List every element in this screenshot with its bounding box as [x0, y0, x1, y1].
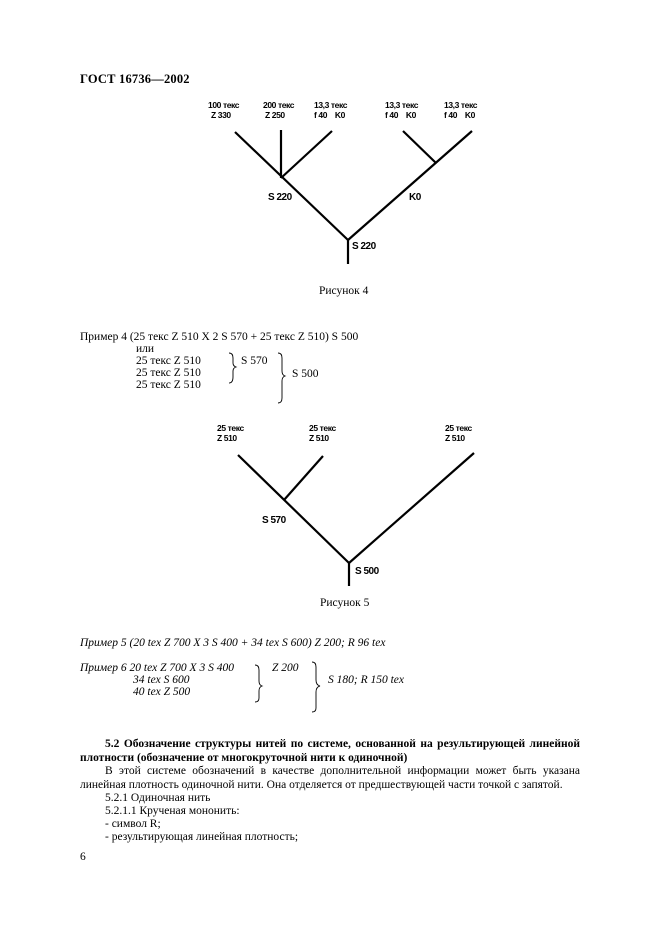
fig5-label-1: 25 текс Z 510 [217, 423, 244, 443]
example6-mid: Z 200 [272, 662, 299, 674]
fig5-label-3: 25 текс Z 510 [445, 423, 472, 443]
fig5-label-2-line2: Z 510 [309, 432, 329, 443]
fig4-label-2-line1: 200 текс [263, 100, 295, 110]
fig5-label-3-line2: Z 510 [445, 432, 465, 443]
fig4-sub-left-right [280, 130, 333, 179]
fig5-label-2-line1: 25 текс [309, 423, 336, 433]
fig4-label-1-line1: 100 текс [208, 100, 240, 110]
fig4-label-5: 13,3 текс f 40 K0 [444, 100, 478, 120]
section-5-2-1-1: 5.2.1.1 Крученая мононить: [105, 805, 240, 817]
fig5-label-3-line1: 25 текс [445, 423, 472, 433]
fig4-label-4-line2: f 40 K0 [385, 109, 416, 120]
example4-item-3: 25 текс Z 510 [136, 379, 201, 391]
example5-text: Пример 5 (20 tex Z 700 X 3 S 400 + 34 te… [80, 637, 386, 649]
example6-line3: 40 tex Z 500 [133, 686, 191, 698]
fig4-sub-right-left [402, 130, 437, 164]
fig4-branch-right [347, 130, 473, 241]
fig4-label-3: 13,3 текс f 40 K0 [314, 100, 348, 120]
figure-5-caption: Рисунок 5 [320, 597, 370, 609]
page-header: ГОСТ 16736—2002 [80, 72, 190, 86]
section-5-2-heading: 5.2 Обозначение структуры нитей по систе… [80, 738, 580, 765]
fig4-label-4: 13,3 текс f 40 K0 [385, 100, 419, 120]
fig5-label-2: 25 текс Z 510 [309, 423, 336, 443]
fig4-label-1: 100 текс Z 330 [208, 100, 240, 120]
page-number: 6 [80, 851, 86, 863]
section-5-2-paragraph: В этой системе обозначений в качестве до… [80, 765, 580, 792]
list-item-1: - символ R; [105, 818, 161, 830]
fig5-node-root: S 500 [355, 566, 379, 577]
fig5-sub [283, 455, 324, 501]
section-5-2-heading-text: 5.2 Обозначение структуры нитей по систе… [80, 738, 580, 764]
fig5-node-mid: S 570 [262, 515, 286, 526]
fig4-label-2-line2: Z 250 [265, 109, 285, 120]
example6-result: S 180; R 150 tex [328, 674, 405, 686]
example4-line1: Пример 4 (25 текс Z 510 X 2 S 570 + 25 т… [80, 331, 359, 343]
example4-mid: S 570 [241, 355, 268, 367]
fig5-label-1-line1: 25 текс [217, 423, 244, 433]
fig5-branch-left [237, 454, 350, 564]
example6-brace-small [254, 664, 264, 703]
fig4-label-2: 200 текс Z 250 [263, 100, 295, 120]
fig4-node-root: S 220 [352, 241, 376, 252]
list-item-2: - результирующая линейная плотность; [105, 831, 299, 843]
example6-brace-large [311, 661, 321, 713]
example4-result: S 500 [292, 368, 319, 380]
fig5-branch-right [348, 452, 475, 564]
example4-item-1: 25 текс Z 510 [136, 355, 201, 367]
example4-item-2: 25 текс Z 510 [136, 367, 201, 379]
fig4-node-left: S 220 [268, 192, 292, 203]
fig4-label-1-line2: Z 330 [211, 109, 231, 120]
section-5-2-1: 5.2.1 Одиночная нить [105, 792, 211, 804]
fig4-label-5-line2: f 40 K0 [444, 109, 475, 120]
fig4-label-4-line1: 13,3 текс [385, 100, 419, 110]
fig4-label-3-line2: f 40 K0 [314, 109, 345, 120]
fig4-branch-left [234, 131, 349, 241]
fig4-label-5-line1: 13,3 текс [444, 100, 478, 110]
example6-line1: Пример 6 20 tex Z 700 X 3 S 400 [80, 662, 234, 674]
fig4-label-3-line1: 13,3 текс [314, 100, 348, 110]
fig5-label-1-line2: Z 510 [217, 432, 237, 443]
example4-brace-large [277, 352, 287, 404]
section-5-2-paragraph-text: В этой системе обозначений в качестве до… [80, 765, 580, 791]
fig4-node-right: K0 [409, 192, 421, 203]
example4-or: или [136, 343, 155, 355]
example6-line2: 34 tex S 600 [133, 674, 190, 686]
figure-4-caption: Рисунок 4 [319, 285, 369, 297]
example4-brace-small [228, 352, 238, 384]
